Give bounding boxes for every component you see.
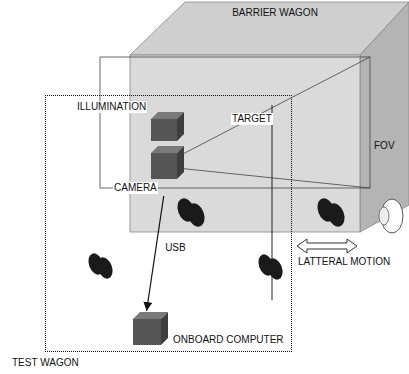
cube-side bbox=[177, 146, 184, 179]
node-label: ONBOARD COMPUTER bbox=[172, 334, 285, 346]
wagon-wheel bbox=[184, 201, 207, 229]
test-wagon-wheel bbox=[86, 251, 116, 280]
illumination-unit: ILLUMINATION bbox=[73, 100, 187, 144]
node-label: TEST WAGON bbox=[11, 357, 80, 369]
cube-side bbox=[177, 112, 184, 141]
fov-label: FOV bbox=[373, 140, 396, 152]
node-label: TARGET bbox=[231, 113, 273, 125]
wagon-wheel bbox=[324, 201, 347, 229]
node-label: CAMERA bbox=[113, 182, 158, 194]
lateral-motion-arrow bbox=[297, 239, 357, 253]
onboard-computer: ONBOARD COMPUTER bbox=[131, 311, 287, 349]
cube-front bbox=[151, 153, 177, 179]
cube-front bbox=[151, 119, 177, 141]
node-label: ILLUMINATION bbox=[76, 101, 147, 113]
test-wagon-frame: ILLUMINATIONCAMERAONBOARD COMPUTERTEST W… bbox=[45, 95, 292, 352]
node-label: BARRIER WAGON bbox=[231, 7, 319, 19]
wagon-wheel bbox=[379, 207, 389, 225]
motion-label: LATTERAL MOTION bbox=[297, 256, 391, 268]
wagon-front bbox=[130, 55, 360, 232]
cube-side bbox=[161, 312, 168, 345]
test-wagon-wheel bbox=[256, 252, 286, 281]
cube-front bbox=[133, 319, 161, 345]
connector-label: USB bbox=[164, 242, 187, 254]
wagon-side bbox=[360, 2, 409, 232]
